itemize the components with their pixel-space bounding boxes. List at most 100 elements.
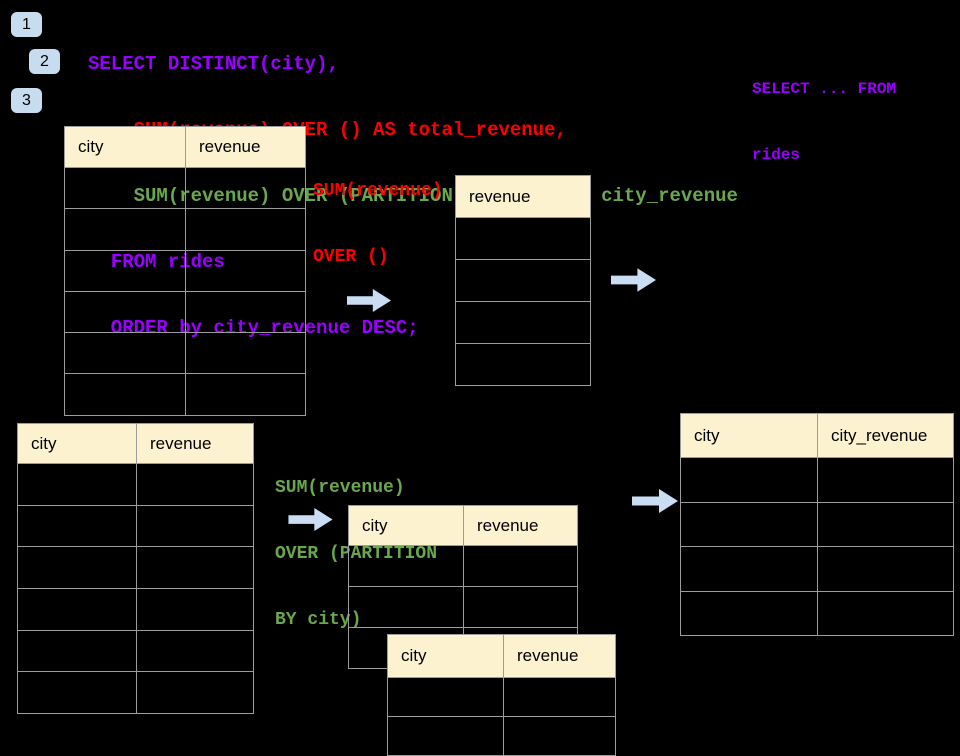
table-cell — [186, 374, 306, 416]
table-header-row: city revenue — [388, 635, 616, 678]
table-source-bottom: city revenue — [17, 423, 254, 715]
table-row — [65, 291, 306, 334]
table-cell — [137, 672, 254, 715]
table-cell — [681, 502, 818, 547]
table-row — [65, 168, 306, 210]
table-header-row: city revenue — [65, 127, 306, 168]
table-row — [388, 717, 616, 756]
table-cell — [18, 505, 137, 548]
table-header-row: city revenue — [18, 424, 254, 464]
sql-line-order: ORDER by city_revenue DESC; — [88, 317, 419, 339]
sql-line-select: SELECT DISTINCT(city), — [88, 53, 339, 75]
table-cell — [456, 260, 591, 302]
table-cell — [186, 291, 306, 334]
table-row — [18, 505, 254, 548]
table-cell — [464, 587, 578, 628]
table-cell — [464, 546, 578, 587]
annotation-line: rides — [752, 146, 801, 164]
table-cell — [65, 250, 186, 292]
table-cell — [456, 218, 591, 260]
table-row — [349, 587, 578, 628]
table-cell — [504, 678, 616, 717]
column-header-city-revenue: city_revenue — [818, 414, 954, 458]
table-cell — [818, 591, 954, 636]
arrow-right-icon — [611, 268, 656, 297]
table-cell — [818, 458, 954, 503]
table-cell — [18, 630, 137, 673]
table-row — [456, 344, 591, 386]
table-cell — [137, 464, 254, 506]
column-header-revenue: revenue — [464, 506, 578, 546]
table-cell — [388, 717, 504, 756]
table-row — [388, 678, 616, 717]
table-header-row: revenue — [456, 176, 591, 218]
annotation-line: OVER (PARTITION — [275, 544, 438, 564]
column-header-city: city — [681, 414, 818, 458]
table-row — [65, 333, 306, 375]
table-row — [18, 630, 254, 673]
table-cell — [18, 589, 137, 631]
arrow-right-icon — [632, 488, 678, 519]
column-header-revenue: revenue — [504, 635, 616, 678]
table-header-row: city revenue — [349, 506, 578, 546]
annotation-total-revenue: SUM(revenue) OVER () — [313, 136, 443, 290]
column-header-city: city — [349, 506, 464, 546]
table-cell — [65, 209, 186, 251]
annotation-select-from: SELECT ... FROM rides — [752, 34, 896, 188]
table-cell — [504, 717, 616, 756]
table-revenue-result: revenue — [455, 175, 591, 386]
table-row — [681, 591, 954, 636]
table-cell — [456, 344, 591, 386]
table-cell — [18, 672, 137, 715]
table-cell — [681, 547, 818, 592]
table-header-row: city city_revenue — [681, 414, 954, 458]
table-cell — [65, 333, 186, 375]
table-row — [65, 209, 306, 251]
table-city-revenue-result: city city_revenue — [680, 413, 954, 636]
column-header-city: city — [18, 424, 137, 464]
step-badge-1: 1 — [11, 12, 42, 37]
table-cell — [818, 547, 954, 592]
table-cell — [186, 333, 306, 375]
table-partition-step-overlay: city revenue — [387, 634, 616, 756]
table-row — [18, 464, 254, 506]
table-source-top: city revenue — [64, 126, 306, 416]
table-row — [65, 250, 306, 292]
column-header-city: city — [65, 127, 186, 168]
step-badge-3: 3 — [11, 88, 42, 113]
table-row — [18, 672, 254, 715]
table-cell — [681, 591, 818, 636]
table-cell — [18, 547, 137, 590]
table-cell — [137, 589, 254, 631]
table-cell — [818, 502, 954, 547]
table-cell — [65, 168, 186, 210]
annotation-line: BY city) — [275, 610, 362, 630]
table-cell — [65, 291, 186, 334]
table-cell — [186, 209, 306, 251]
step-badge-2: 2 — [29, 49, 60, 74]
annotation-line: SUM(revenue) — [275, 478, 405, 498]
table-row — [18, 547, 254, 590]
table-cell — [137, 505, 254, 548]
table-row — [456, 302, 591, 344]
table-row — [456, 260, 591, 302]
arrow-right-icon — [288, 508, 333, 536]
slide-canvas: { "colors": { "background": "#000000", "… — [11, 12, 954, 756]
table-row — [681, 458, 954, 503]
table-cell — [349, 587, 464, 628]
table-row — [456, 218, 591, 260]
column-header-revenue: revenue — [137, 424, 254, 464]
annotation-line: SUM(revenue) — [313, 181, 443, 201]
table-cell — [388, 678, 504, 717]
column-header-city: city — [388, 635, 504, 678]
table-cell — [186, 168, 306, 210]
table-cell — [18, 464, 137, 506]
sql-line-from: FROM rides — [88, 251, 225, 273]
table-cell — [681, 458, 818, 503]
table-row — [65, 374, 306, 416]
table-cell — [137, 547, 254, 590]
table-row — [18, 589, 254, 631]
table-cell — [65, 374, 186, 416]
column-header-revenue: revenue — [456, 176, 591, 218]
annotation-line: OVER () — [313, 247, 389, 267]
